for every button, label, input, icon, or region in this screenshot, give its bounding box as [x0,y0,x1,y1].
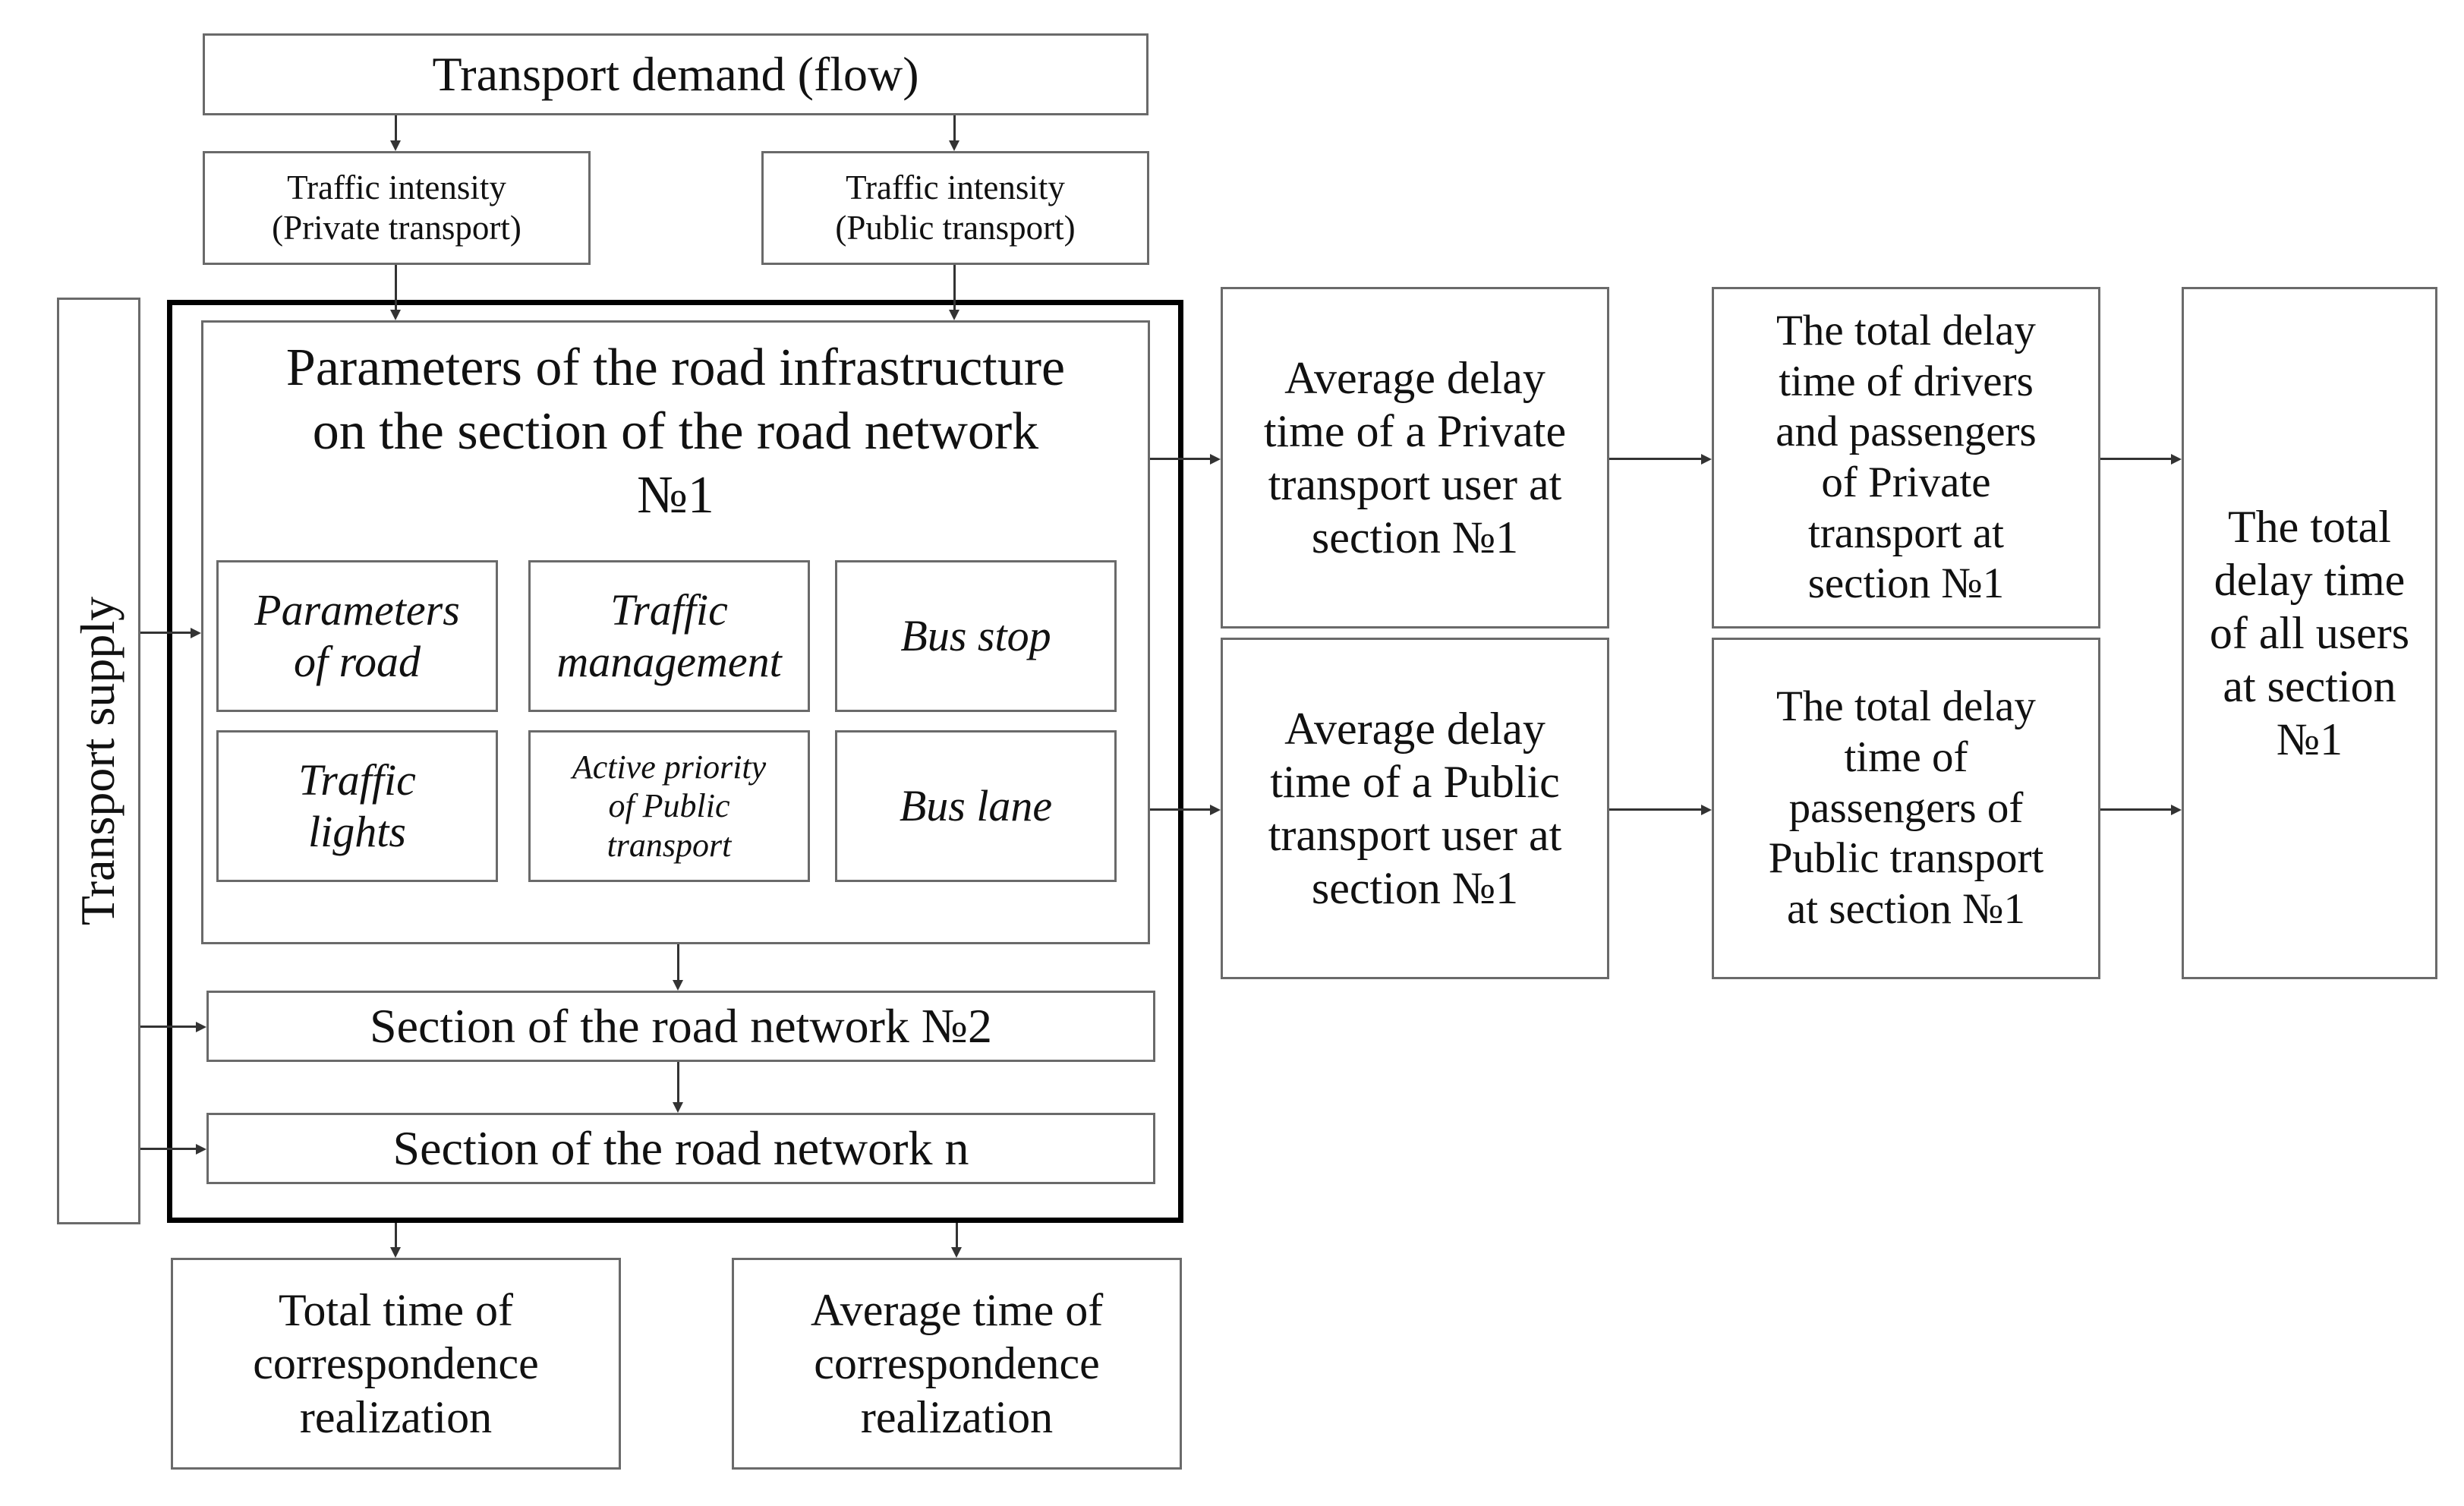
total-delay-private-box: The total delay time of drivers and pass… [1712,287,2100,629]
transport-demand-box: Transport demand (flow) [203,33,1149,115]
connector-line [677,1062,679,1102]
connector-arrow [196,1022,206,1032]
traffic-intensity-public-box: Traffic intensity (Public transport) [761,151,1149,265]
total-delay-all-box: The total delay time of all users at sec… [2182,287,2437,979]
traffic-management-box: Traffic management [528,560,810,712]
total-delay-public-box: The total delay time of passengers of Pu… [1712,638,2100,979]
avg-delay-private-box: Average delay time of a Private transpor… [1221,287,1609,629]
connector-line [140,1026,196,1028]
connector-arrow [949,310,959,320]
road-network-frame [167,300,1183,1223]
connector-arrow [2171,805,2182,815]
connector-arrow [2171,454,2182,465]
connector-line [677,944,679,980]
parameters-of-road-box: Parameters of road [216,560,498,712]
connector-line [140,632,191,634]
active-priority-box: Active priority of Public transport [528,730,810,882]
connector-line [2100,458,2171,460]
connector-line [1150,458,1210,460]
connector-arrow [1701,454,1712,465]
connector-arrow [673,1102,683,1113]
average-time-box: Average time of correspondence realizati… [732,1258,1182,1470]
connector-arrow [1210,454,1221,465]
connector-arrow [191,628,201,638]
connector-line [2100,808,2171,811]
section-n-box: Section of the road network n [206,1113,1155,1184]
connector-line [1609,458,1701,460]
connector-line [1150,808,1210,811]
avg-delay-public-box: Average delay time of a Public transport… [1221,638,1609,979]
connector-arrow [196,1144,206,1155]
traffic-lights-box: Traffic lights [216,730,498,882]
transport-supply-box: Transport supply [57,298,140,1224]
traffic-intensity-private-box: Traffic intensity (Private transport) [203,151,591,265]
connector-arrow [390,1247,401,1258]
connector-line [395,1223,397,1247]
connector-arrow [951,1247,962,1258]
connector-arrow [390,310,401,320]
bus-lane-box: Bus lane [835,730,1117,882]
connector-line [1609,808,1701,811]
connector-line [953,115,956,140]
connector-arrow [673,980,683,991]
connector-arrow [1701,805,1712,815]
connector-arrow [390,140,401,151]
connector-line [395,265,397,310]
connector-line [395,115,397,140]
connector-arrow [1210,805,1221,815]
connector-line [953,265,956,310]
connector-line [140,1148,196,1150]
transport-supply-label: Transport supply [71,596,125,926]
section-2-box: Section of the road network №2 [206,991,1155,1062]
connector-line [956,1223,958,1247]
connector-arrow [949,140,959,151]
bus-stop-box: Bus stop [835,560,1117,712]
total-time-box: Total time of correspondence realization [171,1258,621,1470]
